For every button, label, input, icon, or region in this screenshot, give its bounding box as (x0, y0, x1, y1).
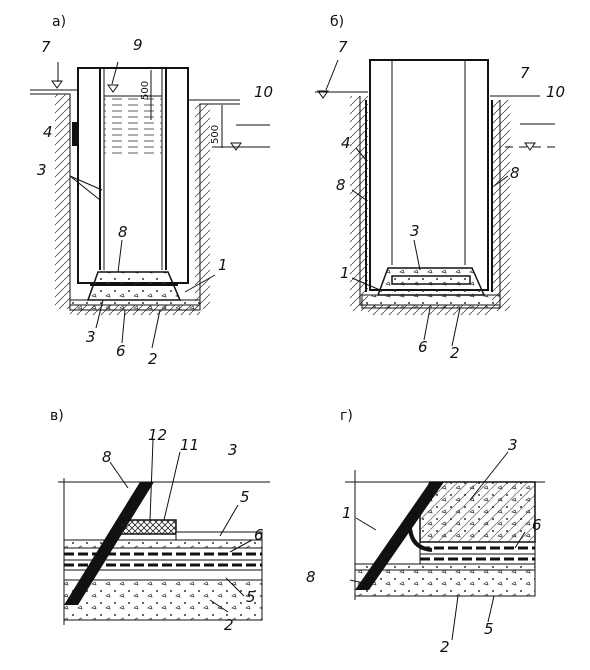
label-c-5b: 5 (246, 588, 256, 606)
label-4: 4 (43, 123, 53, 141)
soil-left (55, 94, 70, 309)
label-c-2: 2 (224, 616, 234, 634)
label-c-6: 6 (254, 526, 264, 544)
well-b-outer (369, 59, 489, 291)
panel-c-letter: в) (50, 408, 64, 424)
label-c-12: 12 (148, 426, 167, 444)
dim-label-2: 500 (210, 125, 221, 144)
wall-membrane-c (64, 482, 154, 605)
label-1: 1 (218, 256, 228, 274)
label-d-8: 8 (306, 568, 316, 586)
panel-a-letter: а) (52, 14, 66, 30)
panel-b: б) 7 7 10 4 8 8 3 (315, 14, 565, 362)
label-7: 7 (41, 38, 51, 56)
panel-b-letter: б) (330, 14, 344, 30)
label-b-2: 2 (450, 344, 460, 362)
dim-label-1: 500 (140, 81, 151, 100)
label-b-7: 7 (338, 38, 348, 56)
label-6: 6 (116, 342, 126, 360)
label-d-1: 1 (342, 504, 352, 522)
label-b-8: 8 (336, 176, 346, 194)
label-d-2: 2 (440, 638, 450, 656)
label-b-4: 4 (341, 134, 351, 152)
wall-membrane-d (355, 482, 444, 590)
label-b-7b: 7 (520, 64, 530, 82)
label-c-5: 5 (240, 488, 250, 506)
label-b-6: 6 (418, 338, 428, 356)
label-9: 9 (133, 36, 143, 54)
label-3b: 3 (86, 328, 96, 346)
label-c-3: 3 (228, 441, 238, 459)
label-10: 10 (254, 83, 273, 101)
label-c-8: 8 (102, 448, 112, 466)
panel-c: в) 8 12 11 3 5 6 5 2 (50, 408, 270, 634)
label-2: 2 (148, 350, 158, 368)
label-8: 8 (118, 223, 128, 241)
soil-right (195, 104, 210, 309)
label-d-5: 5 (484, 620, 494, 638)
label-3: 3 (37, 161, 47, 179)
label-b-8b: 8 (510, 164, 520, 182)
water-level (104, 96, 162, 154)
panel-d-letter: г) (340, 408, 353, 424)
label-b-3: 3 (410, 222, 420, 240)
label-b-1: 1 (340, 264, 350, 282)
label-d-3: 3 (508, 436, 518, 454)
label-b-10: 10 (546, 83, 565, 101)
label-c-11: 11 (180, 436, 199, 454)
side-membrane (72, 122, 77, 146)
panel-d: г) 3 1 6 8 2 5 (306, 408, 545, 656)
label-d-6: 6 (532, 516, 542, 534)
panel-a: а) 500 500 (30, 14, 273, 368)
